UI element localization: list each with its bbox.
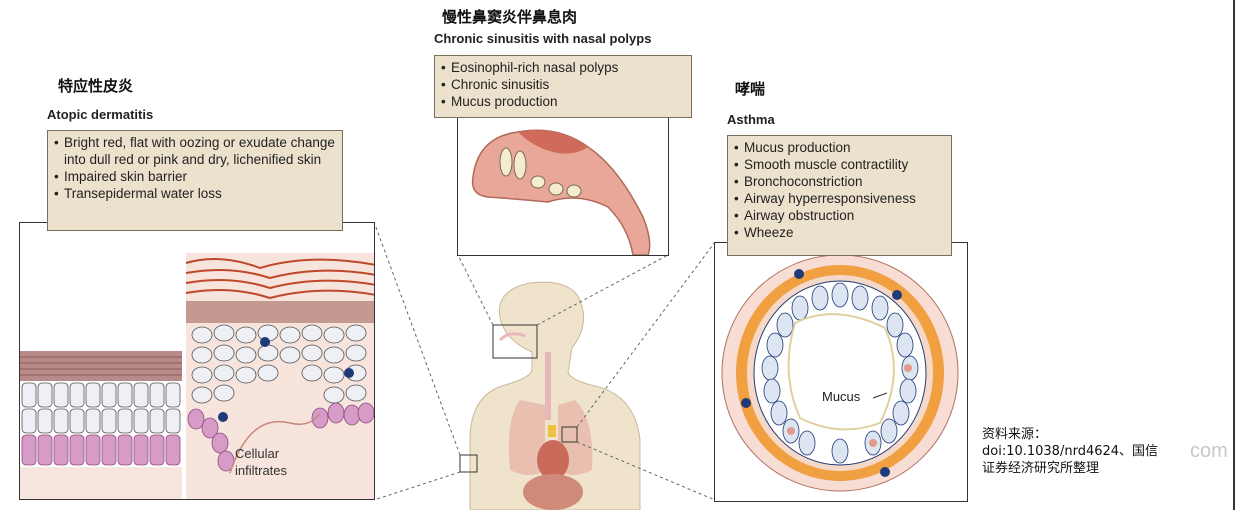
ad-title-en: Atopic dermatitis	[47, 107, 154, 122]
crswnp-bullet: Mucus production	[441, 93, 685, 110]
source-line-1: 资料来源：	[982, 427, 1048, 442]
ad-title-zh: 特应性皮炎	[58, 77, 134, 95]
ad-box: Bright red, flat with oozing or exudate …	[47, 130, 343, 231]
asthma-bullet: Bronchoconstriction	[734, 173, 945, 190]
asthma-bullet: Airway hyperresponsiveness	[734, 190, 945, 207]
mucus-label: Mucus	[822, 389, 861, 404]
airway-section-image: Mucus	[714, 242, 968, 502]
ad-bullet: Transepidermal water loss	[54, 185, 336, 202]
crswnp-bullet: Chronic sinusitis	[441, 76, 685, 93]
asthma-bullet: Mucus production	[734, 139, 945, 156]
asthma-bullet: Wheeze	[734, 224, 945, 241]
ad-bullet: Impaired skin barrier	[54, 168, 336, 185]
asthma-title-zh: 哮喘	[735, 80, 766, 98]
asthma-box: Mucus production Smooth muscle contracti…	[727, 135, 952, 256]
ad-bullet: Bright red, flat with oozing or exudate …	[54, 134, 336, 168]
asthma-title-en: Asthma	[727, 112, 775, 127]
nasal-cavity-image	[457, 106, 669, 256]
right-border-line	[1233, 0, 1235, 510]
watermark-text: com	[1190, 440, 1228, 462]
source-line-3: 证券经济研究所整理	[982, 461, 1100, 476]
crswnp-bullet: Eosinophil-rich nasal polyps	[441, 59, 685, 76]
source-note: 资料来源： doi:10.1038/nrd4624、国信 证券经济研究所整理	[982, 426, 1158, 477]
crswnp-box: Eosinophil-rich nasal polyps Chronic sin…	[434, 55, 692, 118]
crswnp-title-zh: 慢性鼻窦炎伴鼻息肉	[442, 8, 578, 26]
skin-section-image: Cellular infiltrates	[19, 222, 375, 500]
asthma-bullet: Smooth muscle contractility	[734, 156, 945, 173]
source-line-2: doi:10.1038/nrd4624、国信	[982, 444, 1159, 459]
asthma-bullet: Airway obstruction	[734, 207, 945, 224]
crswnp-title-en: Chronic sinusitis with nasal polyps	[434, 31, 652, 46]
cellular-infiltrates-label: Cellular infiltrates	[235, 446, 288, 478]
